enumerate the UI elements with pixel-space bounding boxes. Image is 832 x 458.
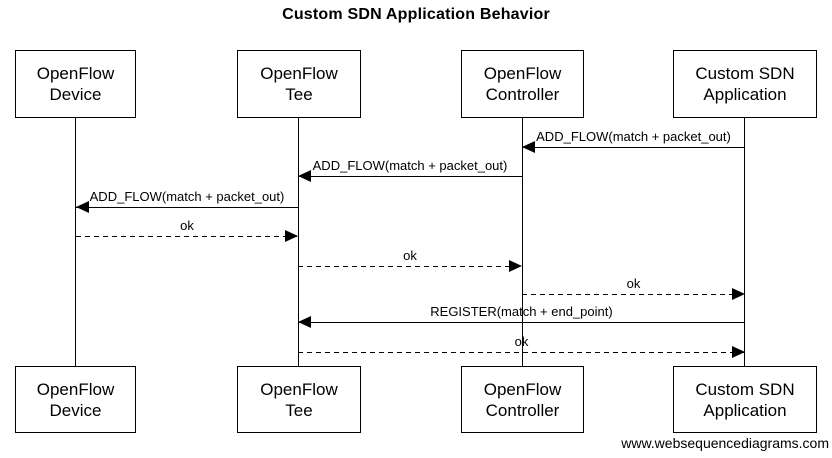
lifeline-openflow-controller <box>522 118 523 366</box>
actor-box-openflow-device-top: OpenFlow Device <box>15 50 136 118</box>
message-line <box>76 235 298 237</box>
actor-label: OpenFlow Tee <box>260 64 338 104</box>
message-label: ok <box>626 276 641 291</box>
actor-label: OpenFlow Device <box>36 379 115 420</box>
message-label: ok <box>514 334 529 349</box>
lifeline-openflow-tee <box>298 118 299 366</box>
message-add-flow-tee-to-device: ADD_FLOW(match + packet_out) <box>76 187 298 213</box>
message-line <box>298 351 745 353</box>
message-line <box>522 146 745 148</box>
actor-box-custom-sdn-application-top: Custom SDN Application <box>673 50 817 118</box>
message-ok-device-to-tee: ok <box>76 216 298 242</box>
arrowhead-left-icon <box>522 141 535 153</box>
actor-box-openflow-tee-bottom: OpenFlow Tee <box>237 366 361 433</box>
actor-box-openflow-device-bottom: OpenFlow Device <box>15 366 136 433</box>
arrowhead-right-icon <box>285 230 298 242</box>
message-line <box>76 206 298 208</box>
actor-label: Custom SDN Application <box>695 64 795 104</box>
arrowhead-left-icon <box>298 316 311 328</box>
actor-box-openflow-controller-top: OpenFlow Controller <box>461 50 584 118</box>
actor-box-custom-sdn-application-bottom: Custom SDN Application <box>673 366 817 433</box>
message-register-app-to-tee: REGISTER(match + end_point) <box>298 302 745 328</box>
actor-label: OpenFlow Controller <box>483 379 562 420</box>
message-line <box>522 293 745 295</box>
message-label: REGISTER(match + end_point) <box>430 304 613 319</box>
arrowhead-right-icon <box>509 260 522 272</box>
message-ok-tee-to-app: ok <box>298 332 745 358</box>
message-label: ADD_FLOW(match + packet_out) <box>312 158 508 173</box>
actor-label: OpenFlow Device <box>36 64 115 104</box>
message-line <box>298 321 745 323</box>
message-ok-controller-to-app: ok <box>522 274 745 300</box>
arrowhead-right-icon <box>732 346 745 358</box>
message-ok-tee-to-controller: ok <box>298 246 522 272</box>
message-line <box>298 175 522 177</box>
lifeline-custom-sdn-application <box>744 118 745 366</box>
message-add-flow-controller-to-tee: ADD_FLOW(match + packet_out) <box>298 156 522 182</box>
message-label: ok <box>180 218 194 233</box>
actor-label: OpenFlow Tee <box>260 379 338 420</box>
message-label: ADD_FLOW(match + packet_out) <box>536 129 731 144</box>
message-add-flow-app-to-controller: ADD_FLOW(match + packet_out) <box>522 127 745 153</box>
actor-label: Custom SDN Application <box>695 379 795 420</box>
lifeline-openflow-device <box>75 118 76 366</box>
actor-box-openflow-controller-bottom: OpenFlow Controller <box>461 366 584 433</box>
arrowhead-left-icon <box>298 170 311 182</box>
watermark-websequencediagrams: www.websequencediagrams.com <box>621 435 829 451</box>
arrowhead-right-icon <box>732 288 745 300</box>
message-label: ok <box>403 248 417 263</box>
actor-label: OpenFlow Controller <box>483 64 562 104</box>
message-line <box>298 265 522 267</box>
message-label: ADD_FLOW(match + packet_out) <box>89 189 285 204</box>
diagram-title: Custom SDN Application Behavior <box>282 6 550 23</box>
actor-box-openflow-tee-top: OpenFlow Tee <box>237 50 361 118</box>
arrowhead-left-icon <box>76 201 89 213</box>
